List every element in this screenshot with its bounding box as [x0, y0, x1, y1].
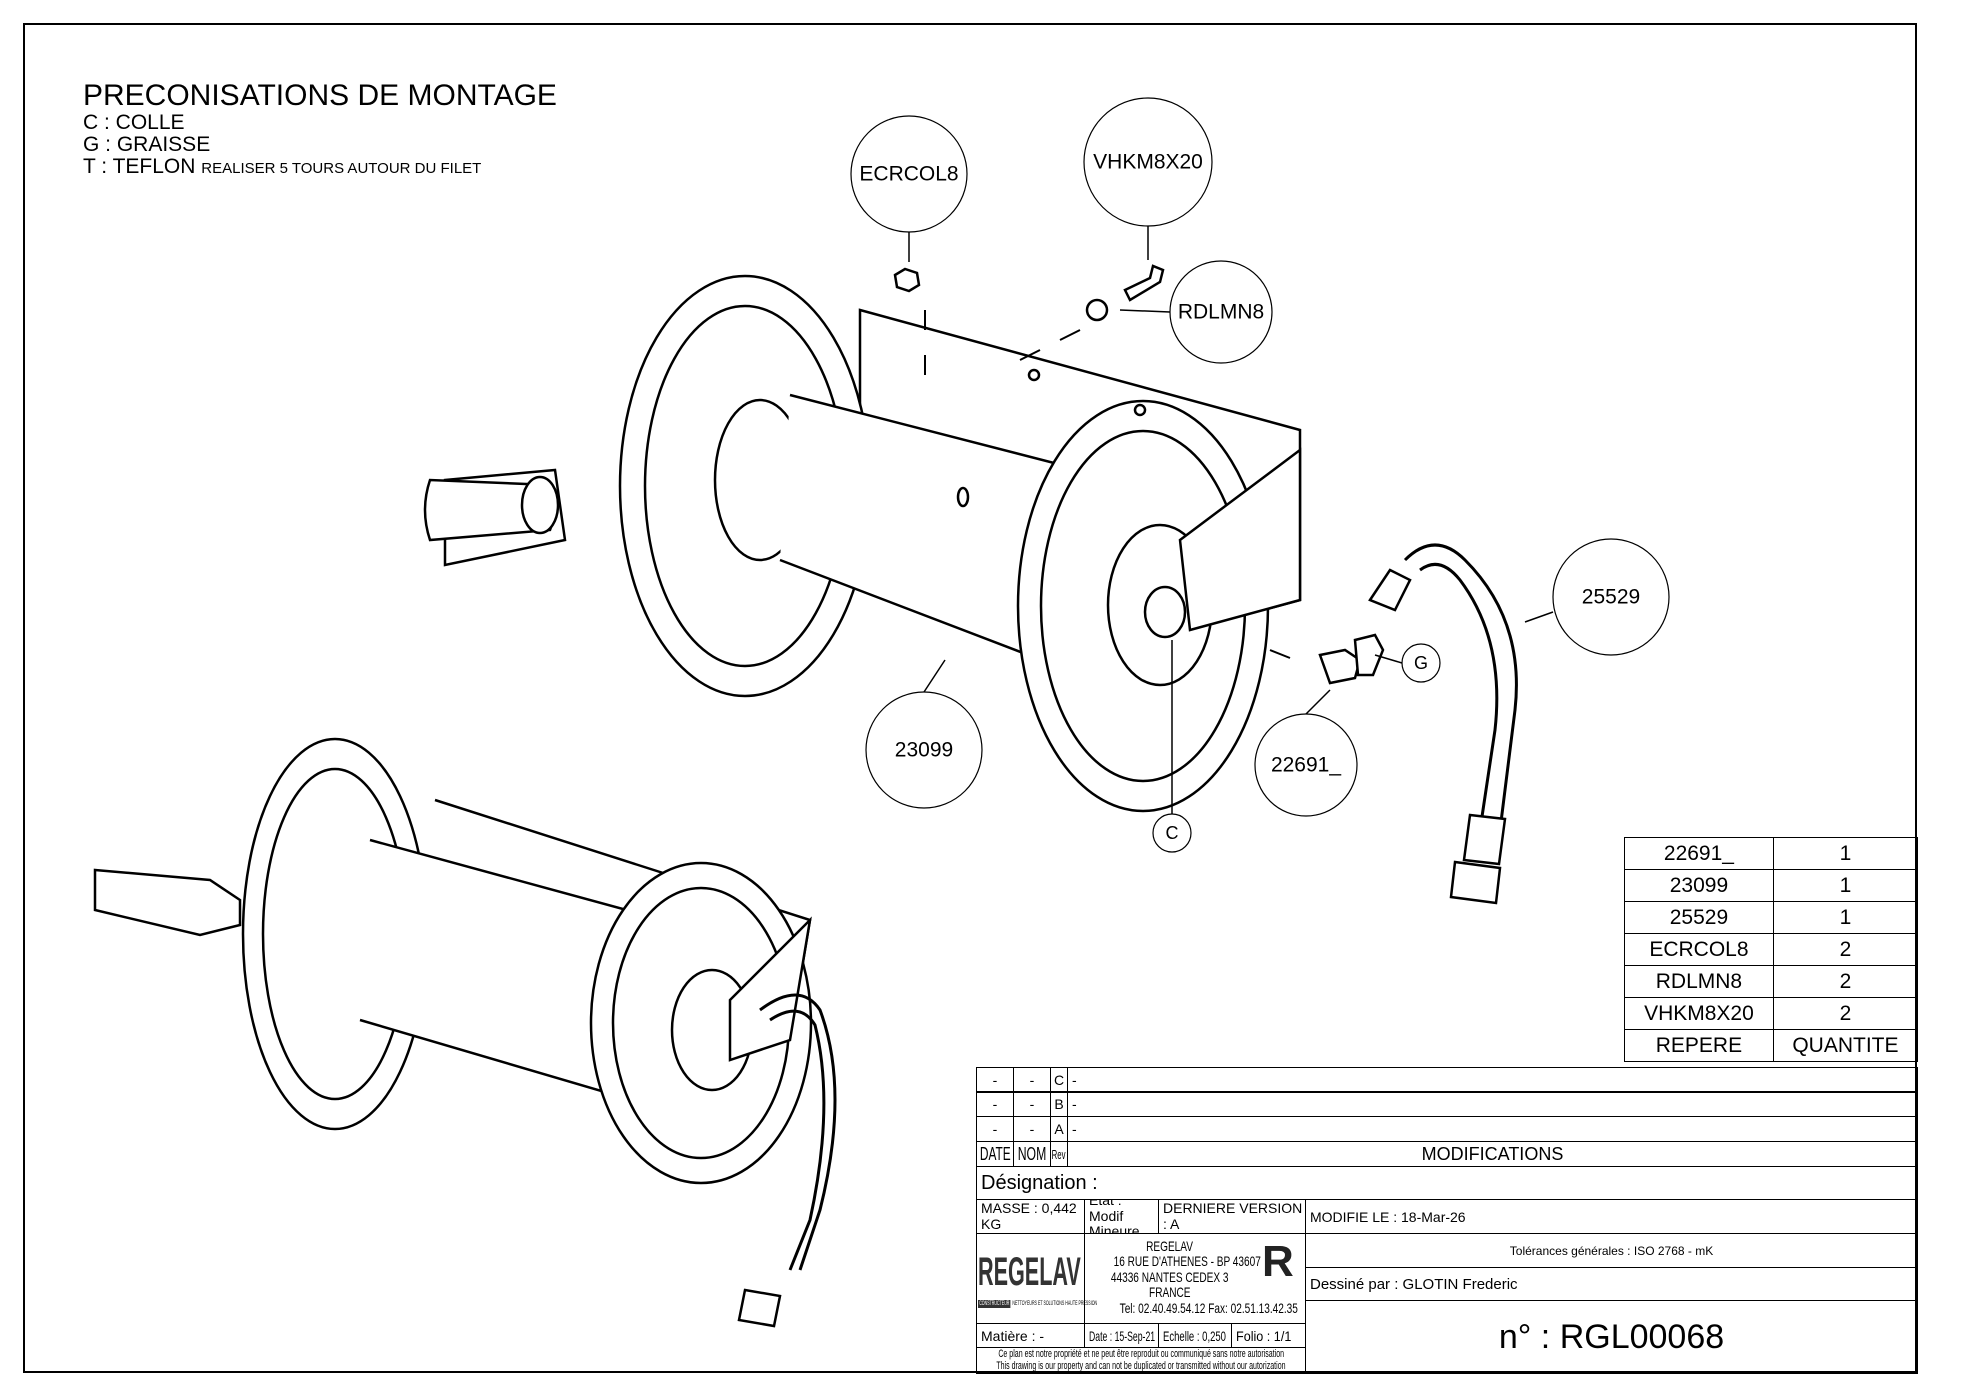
balloon-g [1401, 643, 1441, 683]
balloon-label-22691: 22691_ [1271, 754, 1341, 777]
address-country: FRANCE [1149, 1284, 1191, 1301]
hose-25529 [1368, 543, 1518, 905]
drawing-frame [23, 23, 1917, 1373]
drawing-number: n° : RGL00068 [1498, 1317, 1725, 1356]
balloon-rdlmn8 [1169, 260, 1273, 364]
matiere: Matière : - [981, 1327, 1045, 1344]
header-repere: REPERE [1624, 1029, 1774, 1062]
balloon-label-c: C [1166, 823, 1179, 843]
notes-title: PRECONISATIONS DE MONTAGE [83, 79, 557, 112]
repere-cell: 23099 [1624, 869, 1774, 902]
note-teflon: T : TEFLON [83, 154, 196, 178]
rev-modification: - [1072, 1096, 1077, 1112]
rev-date: - [992, 1096, 998, 1112]
disclaimer: Ce plan est notre propriété et ne peut ê… [976, 1347, 1306, 1374]
rev-letter: B [1054, 1096, 1064, 1112]
repere-cell: ECRCOL8 [1624, 933, 1774, 966]
balloon-label-25529: 25529 [1582, 586, 1640, 609]
header-nom: NOM [1017, 1143, 1047, 1164]
logo-tagline: NETTOYEURS ET SOLUTIONS HAUTE PRESSION [1012, 1301, 1098, 1307]
logo-name: REGELAV [978, 1250, 1081, 1294]
repere-cell: 22691_ [1624, 837, 1774, 870]
rev-date: - [992, 1072, 998, 1088]
company-address: REGELAV 16 RUE D'ATHENES - BP 43607 4433… [1084, 1233, 1306, 1324]
echelle: Echelle : 0,250 [1163, 1327, 1226, 1344]
rev-date: - [992, 1121, 998, 1137]
regelav-emblem-icon: R [1262, 1237, 1294, 1286]
repere-cell: 25529 [1624, 901, 1774, 934]
repere-cell: VHKM8X20 [1624, 997, 1774, 1030]
note-teflon-detail: REALISER 5 TOURS AUTOUR DU FILET [201, 159, 482, 177]
quantite-cell: 1 [1772, 837, 1919, 870]
logo-tag: CONSTRUCTEUR [978, 1300, 1011, 1308]
disclaimer-en: This drawing is our property and can not… [996, 1359, 1286, 1372]
derniere-version: DERNIERE VERSION : A [1163, 1200, 1303, 1232]
balloons [850, 97, 1670, 853]
quantite-cell: 1 [1772, 901, 1919, 934]
quantite-cell: 2 [1772, 965, 1919, 998]
balloon-label-ecrcol8: ECRCOL8 [859, 163, 958, 186]
masse: MASSE : 0,442 KG [981, 1200, 1077, 1232]
disclaimer-fr: Ce plan est notre propriété et ne peut ê… [998, 1347, 1284, 1360]
hose-reel-assembled [93, 737, 837, 1328]
balloon-ecrcol8 [850, 115, 968, 233]
header-modifications: MODIFICATIONS [1421, 1143, 1564, 1164]
leader-lines [908, 226, 1554, 814]
phone-fax: Tel: 02.40.49.54.12 Fax: 02.51.13.42.35 [1119, 1299, 1298, 1316]
balloon-label-23099: 23099 [895, 739, 953, 762]
balloon-22691 [1254, 713, 1358, 817]
address-line1: 16 RUE D'ATHENES - BP 43607 [1113, 1253, 1261, 1270]
balloon-label-vhkm8x20: VHKM8X20 [1093, 151, 1203, 174]
balloon-23099 [865, 691, 983, 809]
note-colle: C : COLLE [83, 110, 185, 134]
rev-modification: - [1072, 1072, 1077, 1088]
balloon-25529 [1552, 538, 1670, 656]
balloon-vhkm8x20 [1083, 97, 1213, 227]
rev-nom: - [1029, 1096, 1035, 1112]
header-date: DATE [979, 1143, 1011, 1164]
rev-letter: C [1053, 1072, 1065, 1088]
note-graisse: G : GRAISSE [83, 132, 211, 156]
repere-cell: RDLMN8 [1624, 965, 1774, 998]
balloon-label-g: G [1414, 653, 1428, 673]
table-row: 22691_1 [1624, 837, 1919, 870]
address-line2: 44336 NANTES CEDEX 3 [1111, 1268, 1229, 1285]
hose-reel-exploded [423, 274, 1302, 813]
rev-modification: - [1072, 1121, 1077, 1137]
company-name: REGELAV [1146, 1238, 1194, 1254]
fasteners [893, 264, 1385, 685]
rev-letter: A [1054, 1121, 1064, 1137]
rev-nom: - [1029, 1072, 1035, 1088]
folio: Folio : 1/1 [1236, 1327, 1292, 1344]
header-rev: Rev [1052, 1146, 1066, 1162]
designation-label: Désignation : [981, 1171, 1098, 1194]
tolerances: Tolérances générales : ISO 2768 - mK [1509, 1243, 1714, 1258]
quantite-cell: 1 [1772, 869, 1919, 902]
quantite-cell: 2 [1772, 997, 1919, 1030]
quantite-cell: 2 [1772, 933, 1919, 966]
dessine-par: Dessiné par : GLOTIN Frederic [1310, 1275, 1518, 1293]
date: Date : 15-Sep-21 [1089, 1327, 1156, 1344]
header-quantite: QUANTITE [1772, 1029, 1919, 1062]
balloon-c [1152, 813, 1192, 853]
etat: Etat : Modif Mineure [1089, 1199, 1140, 1234]
assembly-notes: PRECONISATIONS DE MONTAGE C : COLLE G : … [83, 80, 557, 178]
balloon-label-rdlmn8: RDLMN8 [1178, 301, 1264, 324]
modifie-le: MODIFIE LE : 18-Mar-26 [1310, 1208, 1466, 1225]
rev-nom: - [1029, 1121, 1035, 1137]
